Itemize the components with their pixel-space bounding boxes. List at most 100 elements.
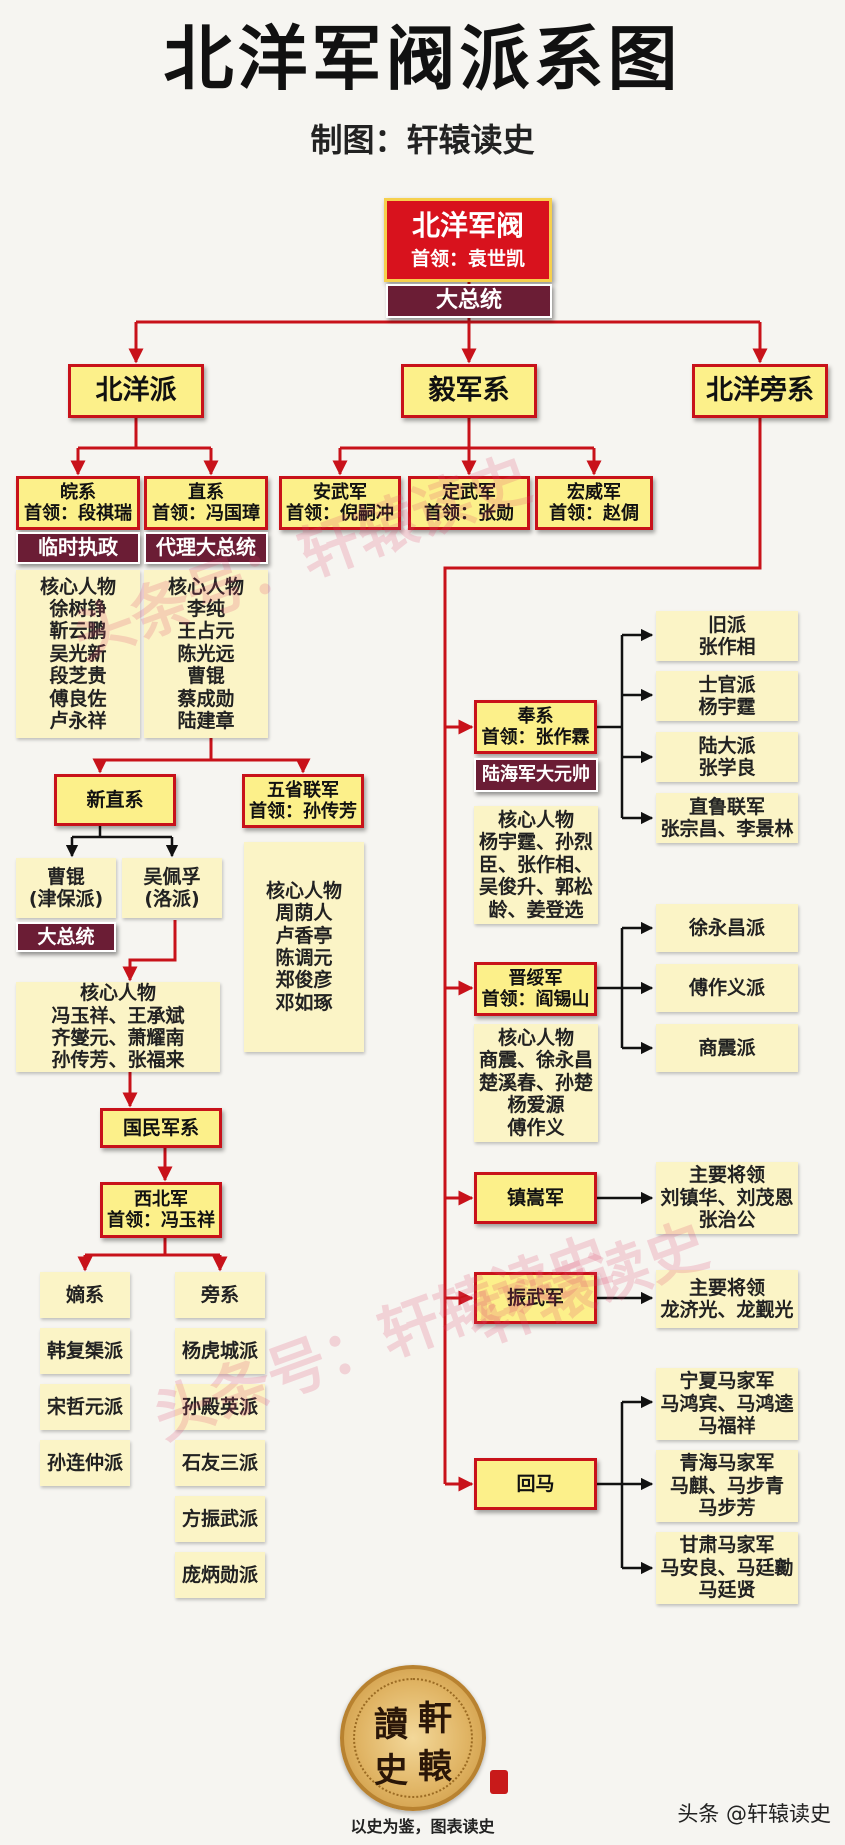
fengxi-tag: 陆海军大元帅	[474, 758, 598, 792]
jinsui-leader: 首领：阎锡山	[481, 989, 590, 1010]
pangxi-item: 杨虎城派	[175, 1328, 265, 1374]
pangxi-item: 石友三派	[175, 1440, 265, 1486]
wusheng-member-1: 周荫人	[275, 902, 333, 925]
red-stamp-icon	[490, 1770, 508, 1794]
fengxi-sub-3-name: 直鲁联军	[688, 795, 765, 818]
wusheng-name: 五省联军	[267, 779, 339, 801]
zhenwu-generals: 主要将领 龙济光、龙觐光	[656, 1270, 798, 1328]
huima-sub-0: 宁夏马家军 马鸿宾、马鸿逵 马福祥	[656, 1368, 798, 1440]
fengxi-sub-2-person: 张学良	[698, 757, 756, 779]
huima-node: 回马	[474, 1458, 597, 1510]
xinzhi-core-3: 孙传芳、张福来	[51, 1049, 185, 1072]
fengxi-core-3: 吴俊升、郭松	[478, 876, 593, 899]
wan-node: 皖系 首领：段祺瑞	[16, 476, 140, 530]
wusheng-member-2: 卢香亭	[275, 924, 333, 947]
huima-sub-2-line2: 马廷贤	[698, 1579, 756, 1602]
huima-sub-0-line1: 马鸿宾、马鸿逵	[660, 1392, 794, 1415]
xibeijun-leader: 首领：冯玉祥	[107, 1210, 215, 1231]
huima-sub-0-line2: 马福祥	[698, 1415, 756, 1438]
guominjun-node: 国民军系	[100, 1108, 222, 1148]
root-name: 北洋军阀	[411, 209, 524, 243]
zhi-member-5: 蔡成勋	[177, 687, 235, 710]
wan-member-6: 卢永祥	[49, 710, 107, 733]
wan-leader: 首领：段祺瑞	[24, 503, 132, 524]
zhensong-general-2: 张治公	[698, 1209, 756, 1232]
jinsui-name: 晋绥军	[508, 967, 563, 989]
xinzhi-core-0: 核心人物	[79, 982, 156, 1005]
zhenwu-node: 振武军	[474, 1272, 597, 1324]
fengxi-sub-1-name: 士官派	[698, 673, 756, 696]
wusheng-member-0: 核心人物	[265, 879, 342, 902]
huima-sub-2-line1: 马安良、马廷勷	[660, 1556, 794, 1579]
huima-sub-2-name: 甘肃马家军	[679, 1534, 775, 1557]
branch-yijun: 毅军系	[401, 364, 537, 418]
zhi-name: 直系	[188, 481, 224, 503]
anwu-leader: 首领：倪嗣冲	[286, 503, 394, 524]
jinsui-core-3: 杨爱源	[507, 1094, 565, 1117]
fengxi-sub-3-person: 张宗昌、李景林	[660, 818, 794, 840]
wupeifu-node: 吴佩孚 (洛派)	[122, 858, 222, 918]
wan-member-1: 徐树铮	[49, 597, 107, 620]
chart-subtitle: 制图：轩辕读史	[310, 121, 535, 159]
jinsui-core-0: 核心人物	[497, 1026, 574, 1049]
root-tag: 大总统	[386, 284, 552, 318]
dingwu-name: 定武军	[442, 481, 496, 503]
zhi-member-3: 陈光远	[177, 642, 235, 665]
wan-member-5: 傅良佐	[49, 687, 107, 710]
zhensong-generals: 主要将领 刘镇华、刘茂恩 张治公	[656, 1162, 798, 1234]
dixi-item: 孙连仲派	[40, 1440, 130, 1486]
fengxi-sub-2-name: 陆大派	[698, 734, 756, 757]
pangxi-header: 旁系	[175, 1272, 265, 1318]
zhi-member-1: 李纯	[186, 597, 225, 620]
fengxi-core-0: 核心人物	[497, 808, 574, 831]
fengxi-sub-3: 直鲁联军 张宗昌、李景林	[656, 793, 798, 843]
footer-watermark: 头条 @轩辕读史	[677, 1798, 831, 1828]
dixi-item: 韩复榘派	[40, 1328, 130, 1374]
dixi-header: 嫡系	[40, 1272, 130, 1318]
wusheng-member-3: 陈调元	[275, 947, 333, 969]
fengxi-sub-0-name: 旧派	[707, 613, 746, 636]
footer-brand: 头条 @轩辕读史	[677, 1802, 831, 1826]
jinsui-sub: 徐永昌派	[656, 904, 798, 952]
huima-sub-0-name: 宁夏马家军	[679, 1370, 775, 1393]
root-node: 北洋军阀 首领：袁世凯	[384, 198, 552, 282]
wusheng-leader: 首领：孙传芳	[249, 801, 357, 822]
anwu-name: 安武军	[313, 481, 367, 503]
fengxi-node: 奉系 首领：张作霖	[474, 700, 597, 754]
hongwei-name: 宏威军	[567, 481, 621, 503]
chart-title: 北洋军阀派系图	[163, 18, 682, 100]
hongwei-node: 宏威军 首领：赵倜	[535, 476, 653, 530]
fengxi-leader: 首领：张作霖	[481, 727, 590, 748]
wusheng-member-4: 郑俊彦	[275, 969, 333, 992]
zhensong-general-0: 主要将领	[688, 1164, 765, 1187]
hongwei-leader: 首领：赵倜	[549, 503, 639, 524]
fengxi-sub-0-person: 张作相	[698, 636, 756, 658]
zhi-member-2: 王占元	[177, 620, 235, 643]
xinzhi-node: 新直系	[54, 774, 176, 826]
dixi-item: 宋哲元派	[40, 1384, 130, 1430]
zhenwu-general-0: 主要将领	[688, 1276, 765, 1299]
jinsui-core-1: 商震、徐永昌	[478, 1049, 593, 1072]
caokun-node: 曹锟 (津保派)	[16, 858, 116, 918]
caokun-faction: (津保派)	[28, 888, 104, 910]
jinsui-core: 核心人物 商震、徐永昌 楚溪春、孙楚 杨爱源 傅作义	[474, 1024, 598, 1142]
motto: 以史为鉴，图表读史	[350, 1817, 495, 1836]
huima-sub-1-line1: 马麒、马步青	[669, 1474, 784, 1497]
zhensong-node: 镇嵩军	[474, 1172, 597, 1224]
branch-pang: 北洋旁系	[692, 364, 828, 418]
fengxi-sub-1-person: 杨宇霆	[698, 696, 756, 718]
huima-sub-1-line2: 马步芳	[698, 1497, 756, 1520]
zhi-member-4: 曹锟	[186, 665, 225, 688]
xibeijun-node: 西北军 首领：冯玉祥	[100, 1182, 222, 1238]
fengxi-core-2: 臣、张作相、	[478, 853, 593, 876]
wusheng-member-5: 邓如琢	[275, 991, 333, 1014]
dingwu-node: 定武军 首领：张勋	[408, 476, 530, 530]
wan-member-4: 段芝贵	[49, 665, 107, 688]
zhi-members: 核心人物 李纯 王占元 陈光远 曹锟 蔡成勋 陆建章	[144, 570, 268, 738]
wusheng-node: 五省联军 首领：孙传芳	[242, 774, 364, 828]
pangxi-item: 孙殿英派	[175, 1384, 265, 1430]
fengxi-sub-0: 旧派 张作相	[656, 611, 798, 661]
xinzhi-core-2: 齐燮元、萧耀南	[51, 1027, 185, 1049]
wan-tag: 临时执政	[16, 532, 140, 564]
jinsui-sub: 傅作义派	[656, 964, 798, 1012]
